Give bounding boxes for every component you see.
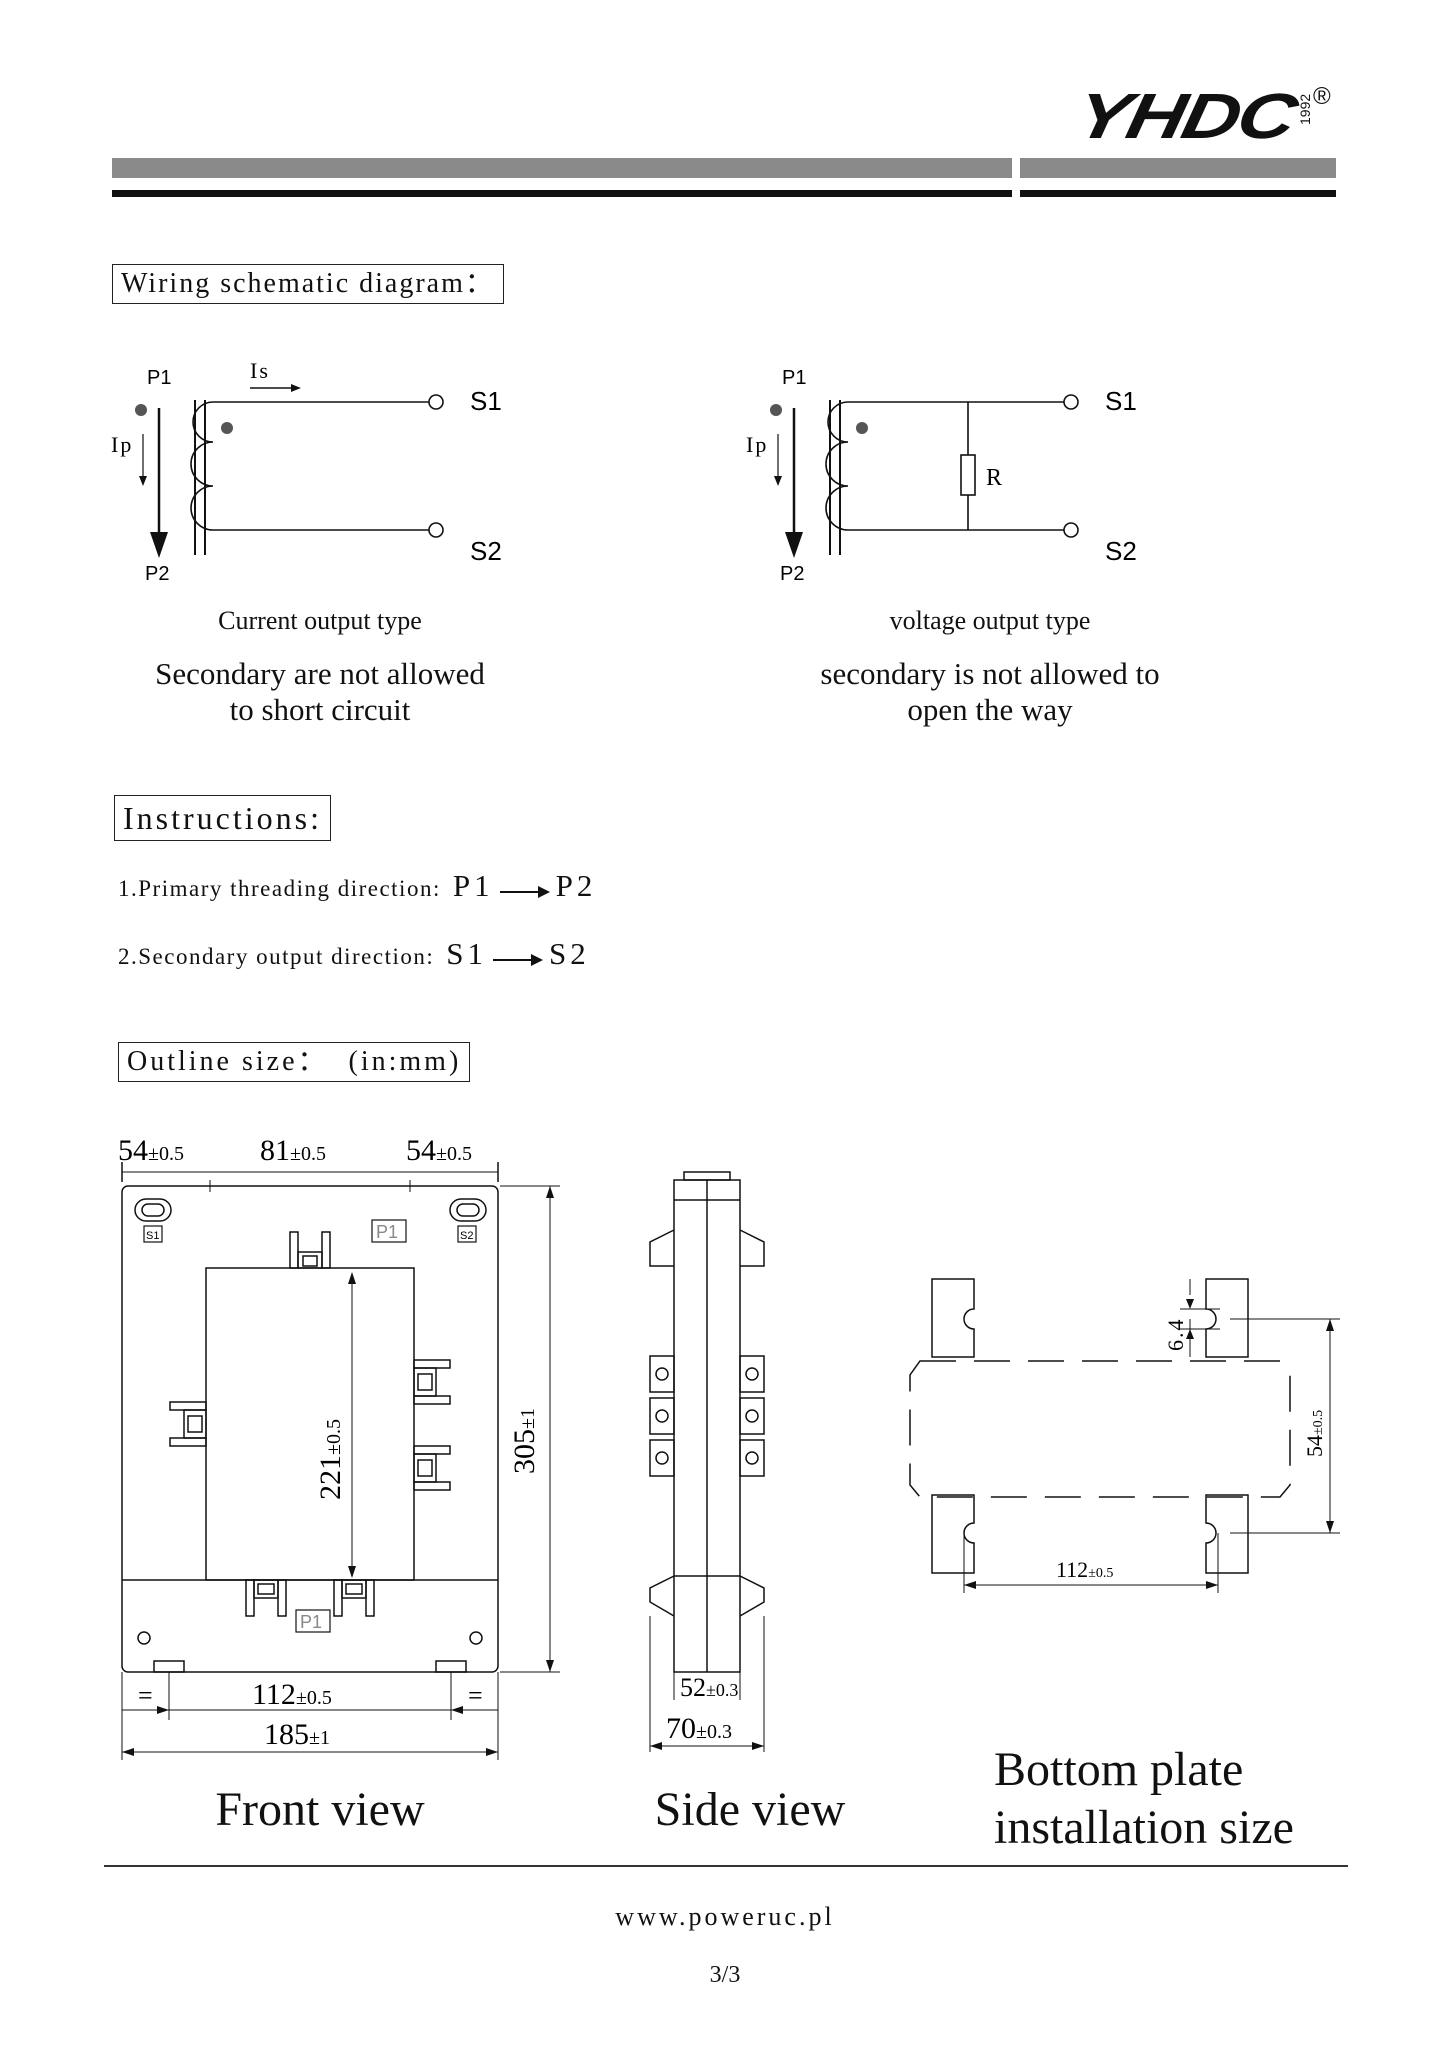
current-s2-terminal bbox=[428, 522, 444, 538]
current-note-line2: to short circuit bbox=[229, 692, 411, 727]
bottom-plate-caption-line2: installation size bbox=[994, 1801, 1294, 1854]
instruction-1-to: P2 bbox=[555, 868, 597, 903]
current-s1-terminal bbox=[428, 394, 444, 410]
outline-section-label: Outline size： (in:mm) bbox=[118, 1042, 471, 1082]
voltage-ip-label: Ip bbox=[746, 432, 768, 457]
is-arrow-head bbox=[291, 384, 301, 392]
voltage-primary-arrow-head bbox=[785, 532, 803, 558]
voltage-secondary-dot bbox=[856, 422, 868, 434]
brand-logo: YHDC 1992 ® bbox=[1069, 80, 1345, 152]
instruction-2-text: 2.Secondary output direction: bbox=[118, 944, 435, 969]
voltage-s1-label: S1 bbox=[1105, 386, 1137, 416]
front-view-caption: Front view bbox=[215, 1783, 425, 1836]
dim-top-mid: 81±0.5 bbox=[260, 1134, 326, 1167]
current-ip-label: Ip bbox=[111, 432, 133, 457]
current-type-label: Current output type bbox=[218, 606, 422, 635]
side-dim-total: 70±0.3 bbox=[666, 1712, 732, 1745]
instruction-2-from: S1 bbox=[446, 936, 487, 971]
arrow-right-icon bbox=[498, 885, 552, 899]
header-black-bar-right bbox=[1020, 190, 1336, 197]
bottom-dim-height: 54±0.5 bbox=[1302, 1410, 1327, 1457]
dim-bottom-inner: 112±0.5 bbox=[252, 1678, 332, 1711]
header-gray-bar-right bbox=[1020, 158, 1336, 178]
logo-year: 1992 bbox=[1297, 93, 1313, 125]
voltage-secondary-coil bbox=[825, 401, 916, 531]
voltage-output-schematic: P1 Ip P2 R S1 S2 bbox=[746, 367, 1137, 585]
dim-total-height: 305±1 bbox=[508, 1408, 541, 1474]
resistor-label: R bbox=[986, 465, 1002, 491]
dim-bottom-total: 185±1 bbox=[264, 1718, 330, 1751]
footer-url: www.poweruc.pl bbox=[615, 1902, 835, 1931]
bottom-plate-caption-line1: Bottom plate bbox=[994, 1743, 1244, 1796]
current-primary-arrow-head bbox=[150, 532, 168, 558]
voltage-ip-arrow-head bbox=[774, 476, 782, 486]
instruction-2-to: S2 bbox=[549, 936, 590, 971]
registered-mark: ® bbox=[1313, 83, 1331, 110]
dim-inner-height: 221±0.5 bbox=[314, 1419, 347, 1500]
side-dim-inner: 52±0.3 bbox=[680, 1673, 738, 1702]
instruction-1-from: P1 bbox=[452, 868, 494, 903]
voltage-s2-label: S2 bbox=[1105, 536, 1137, 566]
page-number: 3/3 bbox=[709, 1962, 741, 1988]
bottom-plate-drawing: 6.4 54±0.5 112±0.5 bbox=[909, 1278, 1340, 1593]
current-primary-dot bbox=[135, 404, 147, 416]
current-output-schematic: P1 Is Ip P2 S1 S2 bbox=[111, 358, 502, 585]
bottom-dim-slot: 6.4 bbox=[1163, 1318, 1188, 1352]
dim-bottom-eq-left: = bbox=[138, 1681, 153, 1710]
voltage-note-line1: secondary is not allowed to bbox=[820, 656, 1160, 691]
side-view-caption: Side view bbox=[654, 1783, 846, 1836]
header-gray-bar-left bbox=[112, 158, 1012, 178]
footer-divider bbox=[104, 1865, 1348, 1867]
instruction-item-2: 2.Secondary output direction: S1 S2 bbox=[118, 936, 590, 972]
current-s2-label: S2 bbox=[470, 536, 502, 566]
bottom-dim-width: 112±0.5 bbox=[1056, 1557, 1113, 1582]
label-s1: S1 bbox=[146, 1230, 159, 1242]
current-p2-label: P2 bbox=[145, 563, 169, 585]
current-s1-label: S1 bbox=[470, 386, 502, 416]
logo-text: YHDC bbox=[1069, 80, 1302, 152]
current-secondary-dot bbox=[221, 422, 233, 434]
arrow-right-icon bbox=[491, 953, 545, 967]
instructions-section-label: Instructions: bbox=[114, 795, 331, 841]
dim-top-left: 54±0.5 bbox=[118, 1134, 184, 1167]
current-secondary-coil bbox=[190, 401, 281, 531]
header-black-bar-left bbox=[112, 190, 1012, 197]
voltage-s1-terminal bbox=[1063, 394, 1079, 410]
instruction-1-text: 1.Primary threading direction: bbox=[118, 876, 441, 901]
dim-bottom-eq-right: = bbox=[468, 1681, 483, 1710]
instruction-item-1: 1.Primary threading direction: P1 P2 bbox=[118, 868, 596, 904]
label-p1-bottom: P1 bbox=[300, 1612, 322, 1632]
burden-resistor bbox=[960, 454, 976, 496]
side-view-drawing: 52±0.3 70±0.3 bbox=[649, 1171, 765, 1752]
current-is-label: Is bbox=[250, 358, 270, 383]
dim-top-right: 54±0.5 bbox=[406, 1134, 472, 1167]
front-view-drawing: S1 S2 P1 P1 54±0.5 81±0.5 54±0.5 221±0.5… bbox=[118, 1134, 560, 1760]
voltage-note-line2: open the way bbox=[907, 692, 1073, 727]
current-ip-arrow-head bbox=[139, 476, 147, 486]
label-s2: S2 bbox=[460, 1230, 473, 1242]
voltage-p2-label: P2 bbox=[780, 563, 804, 585]
wiring-section-label: Wiring schematic diagram： bbox=[112, 264, 504, 304]
voltage-p1-label: P1 bbox=[782, 367, 806, 389]
voltage-s2-terminal bbox=[1063, 522, 1079, 538]
label-p1-top: P1 bbox=[376, 1222, 398, 1242]
current-note-line1: Secondary are not allowed bbox=[155, 656, 485, 691]
voltage-type-label: voltage output type bbox=[889, 606, 1091, 635]
current-p1-label: P1 bbox=[147, 367, 171, 389]
voltage-primary-dot bbox=[770, 404, 782, 416]
